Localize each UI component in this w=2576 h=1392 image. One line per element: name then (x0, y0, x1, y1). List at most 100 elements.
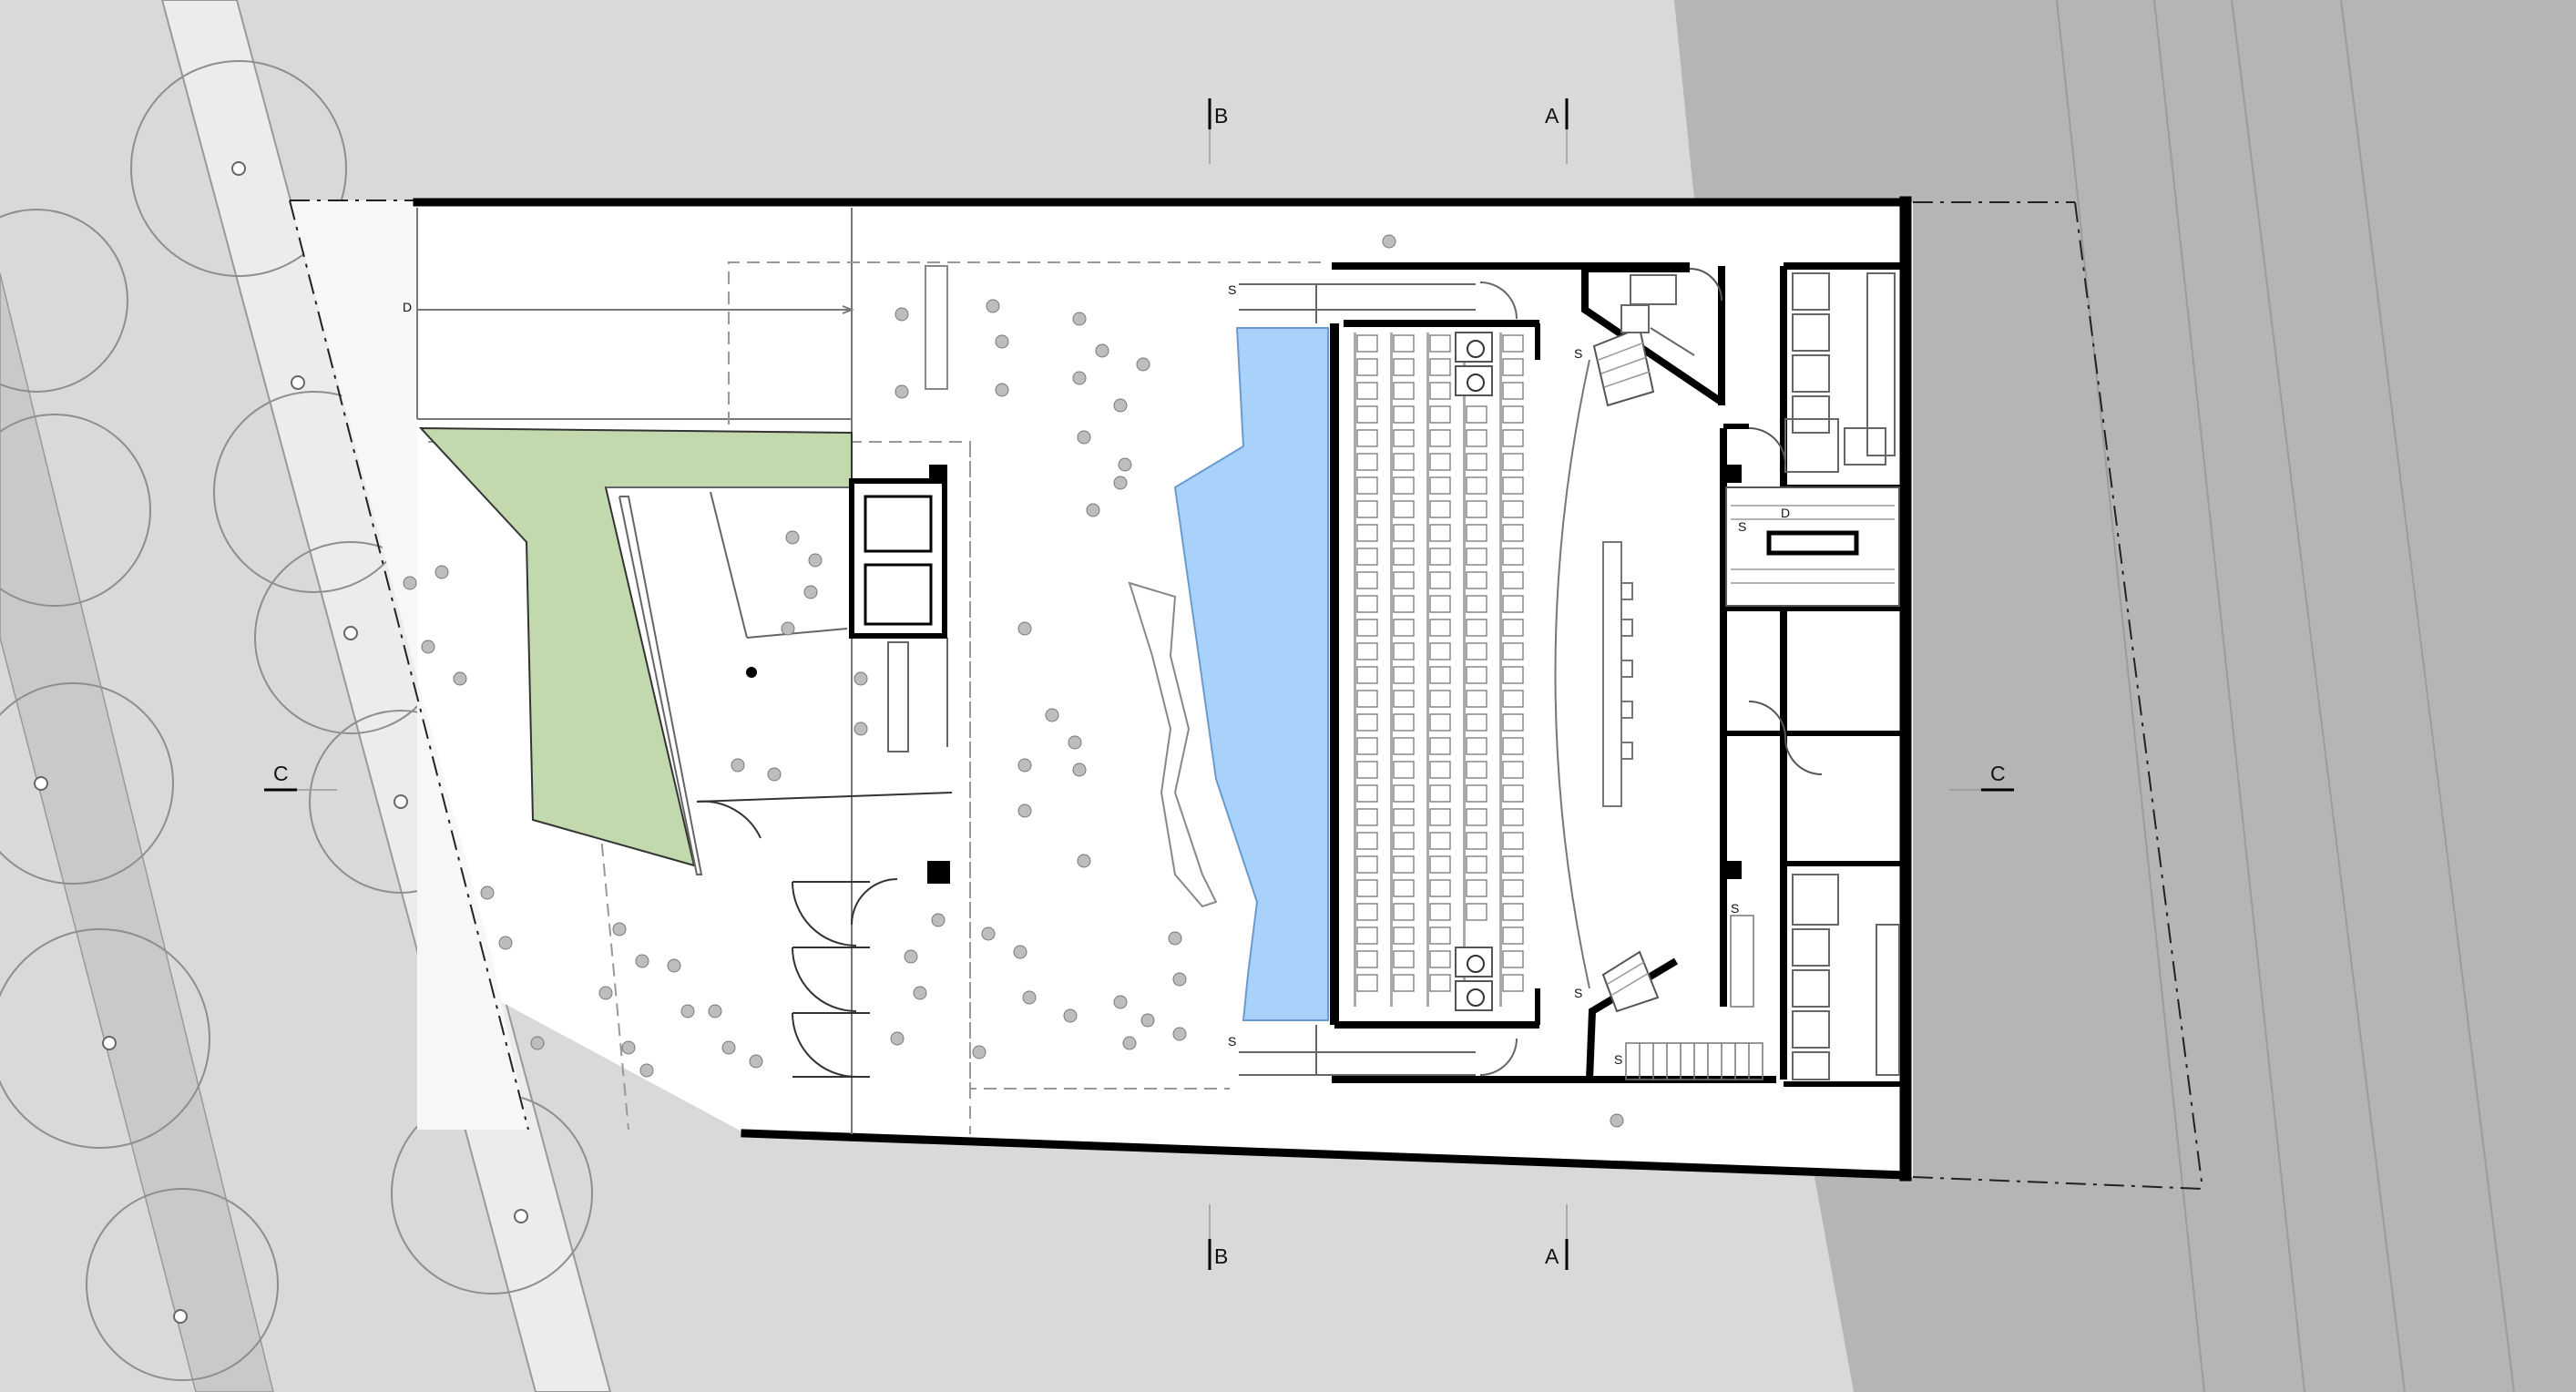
seat (1393, 405, 1415, 424)
seat (1429, 832, 1451, 850)
pantry-counter (1620, 274, 1695, 356)
tag-s-stage-bottom: S (1228, 1034, 1236, 1049)
seat (1502, 595, 1524, 613)
seat (1429, 548, 1451, 566)
seat-row-rail (1463, 333, 1466, 1007)
seat (1466, 666, 1487, 684)
backstage-stair-upper (1581, 269, 1722, 407)
seat (1502, 548, 1524, 566)
seat (1393, 548, 1415, 566)
seat (1393, 524, 1415, 542)
seat (1356, 595, 1378, 613)
entrance-doors (696, 792, 953, 1078)
seat (1393, 619, 1415, 637)
seat (1429, 690, 1451, 708)
seat (1466, 429, 1487, 447)
seat (1466, 879, 1487, 897)
seat (1356, 879, 1378, 897)
seat (1502, 453, 1524, 471)
seat (1429, 855, 1451, 874)
seat (1502, 429, 1524, 447)
seat (1502, 690, 1524, 708)
seat-row-rail (1499, 333, 1502, 1007)
toilets-lower (1792, 874, 1900, 1080)
wheelchair-icons (1467, 340, 1485, 1007)
seat (1356, 690, 1378, 708)
seat (1393, 571, 1415, 589)
seat (1393, 879, 1415, 897)
seat (1356, 334, 1378, 353)
seat (1502, 879, 1524, 897)
auditorium-seating (1354, 333, 1524, 1007)
seat (1356, 500, 1378, 518)
seat-row-rail (1390, 333, 1393, 1007)
auditorium-corridors (1239, 281, 1518, 1076)
section-c-left: C (273, 762, 289, 785)
seat (1356, 524, 1378, 542)
seat (1393, 476, 1415, 495)
seat (1502, 476, 1524, 495)
seat (1393, 429, 1415, 447)
seat (1466, 524, 1487, 542)
seat (1356, 405, 1378, 424)
seat (1466, 642, 1487, 660)
seat (1466, 453, 1487, 471)
seat (1502, 358, 1524, 376)
seat (1502, 950, 1524, 968)
seat (1393, 832, 1415, 850)
seat (1502, 405, 1524, 424)
seat (1466, 761, 1487, 779)
seat (1429, 808, 1451, 826)
service-doors (1689, 268, 1823, 775)
seat (1502, 619, 1524, 637)
seat (1502, 855, 1524, 874)
seat (1429, 595, 1451, 613)
seat (1429, 737, 1451, 755)
section-leaders (297, 129, 1981, 1239)
seat (1356, 784, 1378, 803)
seat (1356, 548, 1378, 566)
seat (1429, 453, 1451, 471)
seat (1393, 453, 1415, 471)
seat (1393, 784, 1415, 803)
section-a-bottom: A (1545, 1244, 1559, 1268)
seat (1466, 832, 1487, 850)
seat (1429, 429, 1451, 447)
tag-s-stair-bottom: S (1574, 986, 1582, 1000)
seat (1356, 476, 1378, 495)
seat (1429, 382, 1451, 400)
seat (1356, 619, 1378, 637)
seat (1502, 737, 1524, 755)
service-column-1 (1723, 465, 1742, 483)
seat (1429, 903, 1451, 921)
seat (1429, 784, 1451, 803)
seat (1466, 713, 1487, 732)
seat (1502, 334, 1524, 353)
seat (1393, 808, 1415, 826)
section-b-top: B (1214, 104, 1228, 128)
seat (1356, 737, 1378, 755)
seat (1502, 808, 1524, 826)
column-foyer (746, 667, 757, 678)
seat (1393, 974, 1415, 992)
seat (1356, 453, 1378, 471)
seat (1393, 595, 1415, 613)
seat (1429, 571, 1451, 589)
seat (1393, 713, 1415, 732)
seat (1356, 358, 1378, 376)
seat (1466, 808, 1487, 826)
entrance-canopy (416, 208, 854, 1134)
seat (1393, 500, 1415, 518)
seat (1356, 429, 1378, 447)
seat (1466, 903, 1487, 921)
backstage-stair-lower (1586, 950, 1679, 1080)
seat (1356, 761, 1378, 779)
section-a-top: A (1545, 104, 1559, 128)
seat (1502, 926, 1524, 945)
property-line (289, 200, 2203, 1190)
tag-s-stair-top: S (1574, 346, 1582, 361)
seat (1429, 524, 1451, 542)
stair-core (1725, 486, 1900, 607)
seat (1393, 903, 1415, 921)
tag-s-stage-top: S (1228, 282, 1236, 297)
